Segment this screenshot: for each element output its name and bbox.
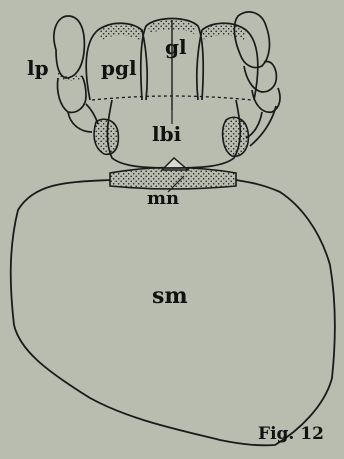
left-palp-segment-3 (68, 104, 98, 132)
label-gl: gl (165, 37, 187, 57)
figure-caption: Fig. 12 (258, 426, 324, 443)
palpiger-right-shape (223, 117, 249, 156)
label-sm: sm (152, 285, 188, 307)
left-palp-segment-1 (54, 16, 84, 78)
label-mn: mn (147, 190, 179, 208)
submentum-shape (11, 180, 335, 445)
left-palp-joint-stipple (58, 72, 82, 81)
mentum-shape (110, 168, 236, 190)
label-lp: lp (27, 58, 49, 78)
label-lbi: lbi (152, 124, 181, 144)
palpiger-left-shape (94, 119, 118, 154)
label-pgl: pgl (101, 58, 137, 78)
right-palp-segment-1 (234, 12, 269, 68)
left-palp-segment-2 (57, 76, 86, 112)
